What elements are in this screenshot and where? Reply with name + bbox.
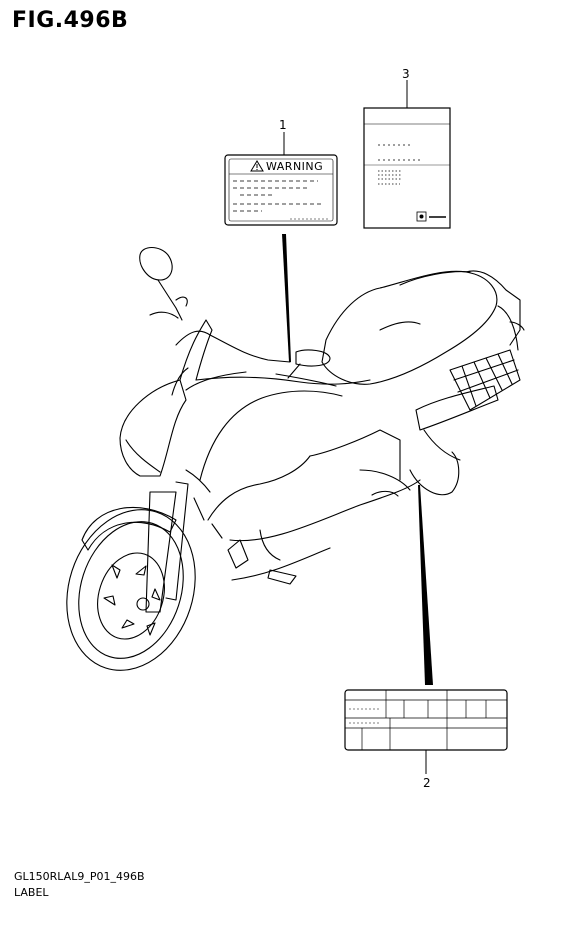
warning-label-part-1: WARNING — [224, 132, 338, 226]
drawing-caption: LABEL — [14, 886, 49, 899]
scooter-illustration — [66, 246, 525, 671]
warning-triangle-icon — [250, 160, 264, 172]
callout-3: 3 — [402, 67, 410, 81]
spec-label-part-2 — [344, 689, 508, 774]
figure-title: FIG.496B — [12, 8, 129, 33]
manual-leaflet-part-3 — [363, 80, 451, 229]
callout-2: 2 — [423, 776, 431, 790]
leader-arrow-1 — [282, 234, 291, 362]
callout-1: 1 — [279, 118, 287, 132]
warning-heading: WARNING — [266, 160, 323, 173]
leader-arrow-2 — [418, 485, 433, 685]
drawing-code: GL150RLAL9_P01_496B — [14, 870, 145, 883]
brand-logo-icon — [416, 211, 427, 222]
